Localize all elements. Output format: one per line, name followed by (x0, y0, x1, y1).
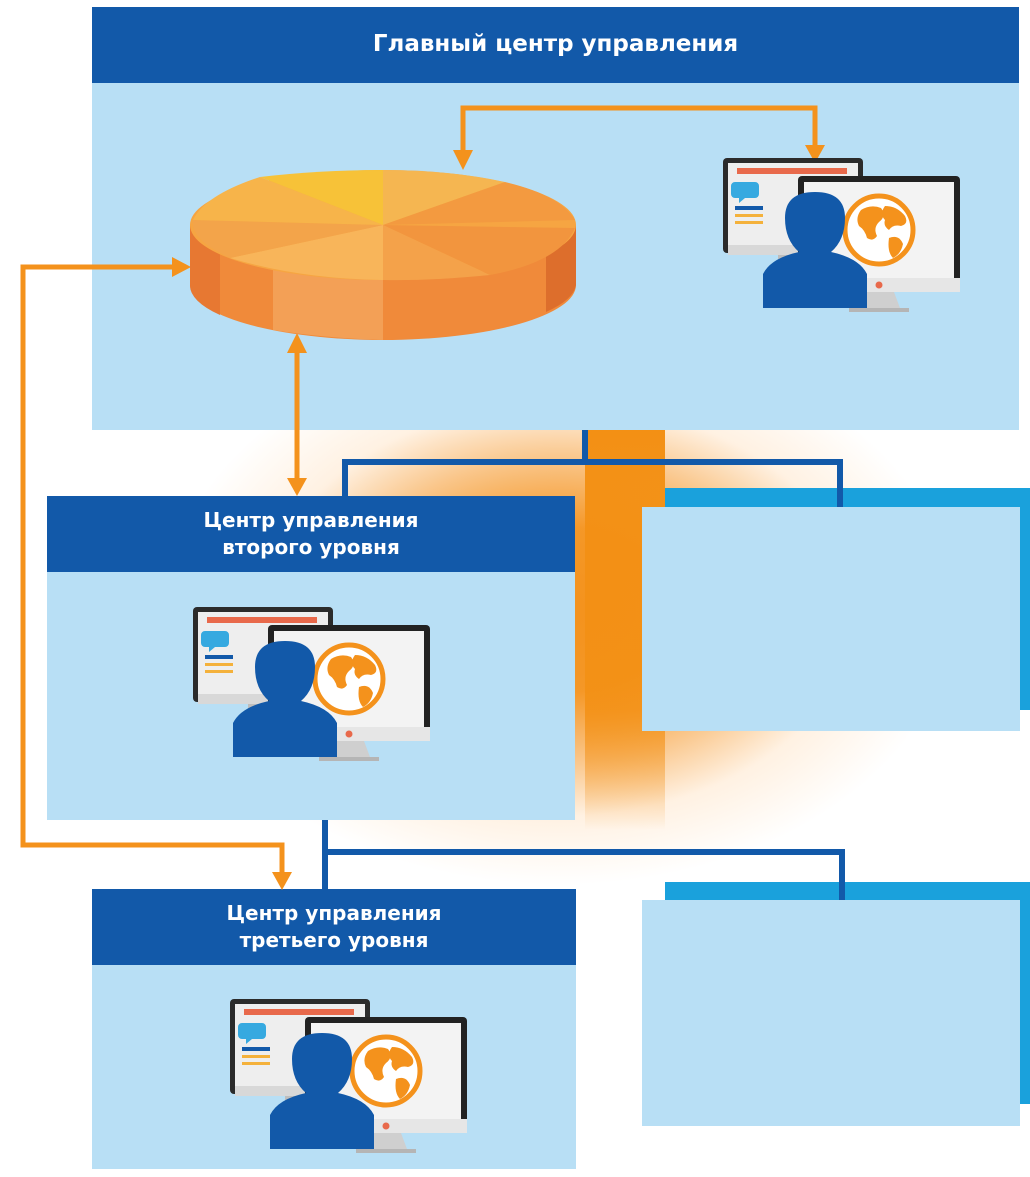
right-panel-top-edge (1018, 488, 1030, 710)
right-panel-third-level (642, 900, 1020, 1126)
right-panel-bottom-tab (665, 882, 1030, 902)
main-center-header: Главный центр управления (92, 7, 1019, 83)
third-level-title-line1: Центр управления (226, 901, 442, 925)
main-operator-workstation-icon (723, 158, 960, 312)
second-level-operator-workstation-icon (193, 607, 430, 761)
main-center-title: Главный центр управления (372, 31, 739, 58)
third-level-title-line2: третьего уровня (239, 928, 429, 952)
right-panel-bottom-edge (1018, 882, 1030, 1104)
arrowheads (172, 145, 825, 890)
right-panel-top-tab (665, 488, 1030, 508)
blue-connector-lines (322, 430, 845, 900)
third-level-header: Центр управления третьего уровня (92, 889, 576, 965)
third-level-operator-workstation-icon (230, 999, 467, 1153)
second-level-title-line2: второго уровня (222, 535, 400, 559)
database-disk-icon (189, 170, 576, 340)
second-level-header: Центр управления второго уровня (47, 496, 575, 572)
right-panel-second-level (642, 507, 1020, 731)
orange-arrows (20, 105, 818, 877)
second-level-title-line1: Центр управления (203, 508, 419, 532)
